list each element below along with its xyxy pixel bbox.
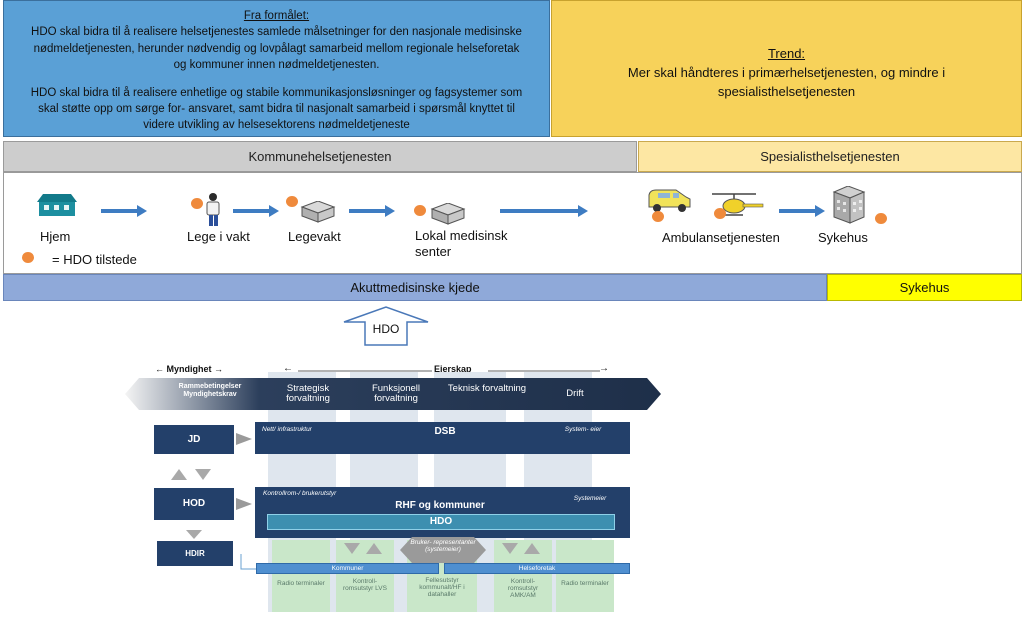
- dsb-left-label: Nett/ infrastruktur: [262, 426, 312, 433]
- helseforetak-bar: Helseforetak: [444, 563, 630, 574]
- rhf-right-label: Systemeier: [573, 495, 607, 502]
- brukerrep-badge: [400, 537, 486, 563]
- hdo-up-arrow-label: HDO: [372, 322, 400, 336]
- trend-heading: Trend:: [767, 46, 806, 61]
- purpose-box: Fra formålet: HDO skal bidra til å reali…: [3, 0, 550, 137]
- hdir-box: HDIR: [157, 541, 233, 566]
- triangle-right-icon: [236, 498, 252, 510]
- column-radio-right: [556, 540, 614, 612]
- hdo-dot-legevakt: [286, 196, 298, 207]
- jd-box: JD: [154, 425, 234, 454]
- hdo-dot-sykehus: [875, 213, 887, 224]
- bottom-label: Kontroll- romsutstyr LVS: [343, 578, 387, 592]
- kommuner-bar: Kommuner: [256, 563, 439, 574]
- flow-label-line: senter: [415, 244, 452, 259]
- eierskap-label: Eierskap: [434, 364, 472, 374]
- bar-akuttmedisinske-kjede: Akuttmedisinske kjede: [3, 274, 827, 301]
- flow-label-lokal-senter: Lokal medisinsk senter: [415, 228, 508, 260]
- purpose-line: videre utvikling av helsesektorens nødme…: [143, 119, 410, 132]
- flow-label-lege-i-vakt: Lege i vakt: [187, 229, 250, 244]
- hdo-dot-lege: [191, 198, 203, 209]
- bar-kommunehelsetjenesten: Kommunehelsetjenesten: [3, 141, 637, 172]
- column-kontrollrom-lvs: [336, 540, 394, 612]
- dsb-label: DSB: [434, 426, 456, 437]
- building-icon: [430, 203, 466, 225]
- up-down-triangles-icon: [502, 543, 540, 554]
- flow-arrow: [349, 205, 395, 217]
- bottom-label: Kontroll- romsutstyr AMK/AM: [507, 578, 539, 599]
- trend-box: Trend: Mer skal håndteres i primærhelset…: [551, 0, 1022, 137]
- phase-funksjonell: Funksjonell forvaltning: [371, 383, 421, 404]
- triangle-right-icon: [236, 433, 252, 445]
- eierskap-arrow-right: →: [599, 363, 609, 374]
- bottom-label: Fellesutstyr kommunalt/HF i datahaller: [419, 577, 465, 598]
- up-down-triangles-icon: [171, 469, 211, 480]
- flow-label-legevakt: Legevakt: [288, 229, 341, 244]
- flow-arrow: [233, 205, 279, 217]
- flow-label-sykehus: Sykehus: [818, 230, 868, 245]
- flow-arrow: [500, 205, 588, 217]
- purpose-line: og kommuner innen nødmeldetjenesten.: [173, 59, 380, 72]
- triangle-down-icon: [186, 530, 202, 539]
- flow-label-ambulansetjenesten: Ambulansetjenesten: [662, 230, 780, 245]
- up-down-triangles-icon: [344, 543, 382, 554]
- building-icon: [300, 201, 336, 223]
- doctor-icon: [206, 193, 220, 226]
- hdo-bar: HDO: [267, 514, 615, 530]
- dsb-right-label: System- eier: [564, 426, 602, 433]
- column-kontrollrom-amk: [494, 540, 552, 612]
- myndighet-label: ← Myndighet →: [155, 364, 223, 374]
- phase-rammebetingelser: Rammebetingelser Myndighetskrav: [178, 383, 242, 398]
- flow-label-hjem: Hjem: [40, 229, 71, 244]
- phase-strategisk: Strategisk forvaltning: [286, 383, 330, 404]
- helicopter-icon: [712, 193, 764, 216]
- rhf-left-label: Kontrollrom-/ brukerutstyr: [263, 490, 337, 497]
- house-icon: [37, 194, 77, 216]
- bottom-label: Radio terminaler: [277, 580, 325, 587]
- rhf-label: RHF og kommuner: [395, 500, 485, 511]
- bar-spesialisthelsetjenesten: Spesialisthelsetjenesten: [638, 141, 1022, 172]
- purpose-line: HDO skal bidra til å realisere helsetjen…: [31, 26, 522, 39]
- flow-arrow: [779, 205, 825, 217]
- phase-drift: Drift: [566, 388, 584, 399]
- phase-teknisk: Teknisk forvaltning: [447, 383, 527, 394]
- brukerrep-label: Bruker- representanter (systemeier): [410, 539, 476, 553]
- bottom-label: Radio terminaler: [561, 580, 609, 587]
- purpose-line: skal støtte opp om sørge for- ansvaret, …: [38, 103, 515, 116]
- hdo-dot-helikopter: [714, 208, 726, 219]
- eierskap-arrow-left: ←: [283, 363, 293, 374]
- phase-chevron-bar: [125, 378, 661, 410]
- bar-sykehus: Sykehus: [827, 274, 1022, 301]
- hod-box: HOD: [154, 488, 234, 520]
- eierskap-line: [298, 370, 600, 372]
- care-flow-panel: [3, 172, 1022, 274]
- column-radio-left: [272, 540, 330, 612]
- purpose-heading: Fra formålet:: [243, 10, 310, 22]
- trend-line: spesialisthelsetjenesten: [717, 84, 856, 99]
- hdo-legend-label: = HDO tilstede: [52, 252, 137, 267]
- purpose-line: HDO skal bidra til å realisere enhetlige…: [30, 86, 523, 99]
- hdo-dot-ambulanse: [652, 211, 664, 222]
- connector-line: [240, 554, 257, 570]
- flow-label-line: Lokal medisinsk: [415, 228, 508, 243]
- purpose-line: nødmeldetjenesten, herunder nødvendig og…: [33, 42, 520, 55]
- hdo-dot-lokal-senter: [414, 205, 426, 216]
- flow-arrow: [101, 205, 147, 217]
- hdo-up-arrow: [343, 306, 429, 346]
- hdo-legend-dot: [22, 252, 34, 263]
- hospital-icon: [832, 186, 866, 224]
- trend-line: Mer skal håndteres i primærhelsetjeneste…: [627, 65, 946, 80]
- ambulance-icon: [648, 189, 691, 212]
- dsb-bar: [255, 422, 630, 454]
